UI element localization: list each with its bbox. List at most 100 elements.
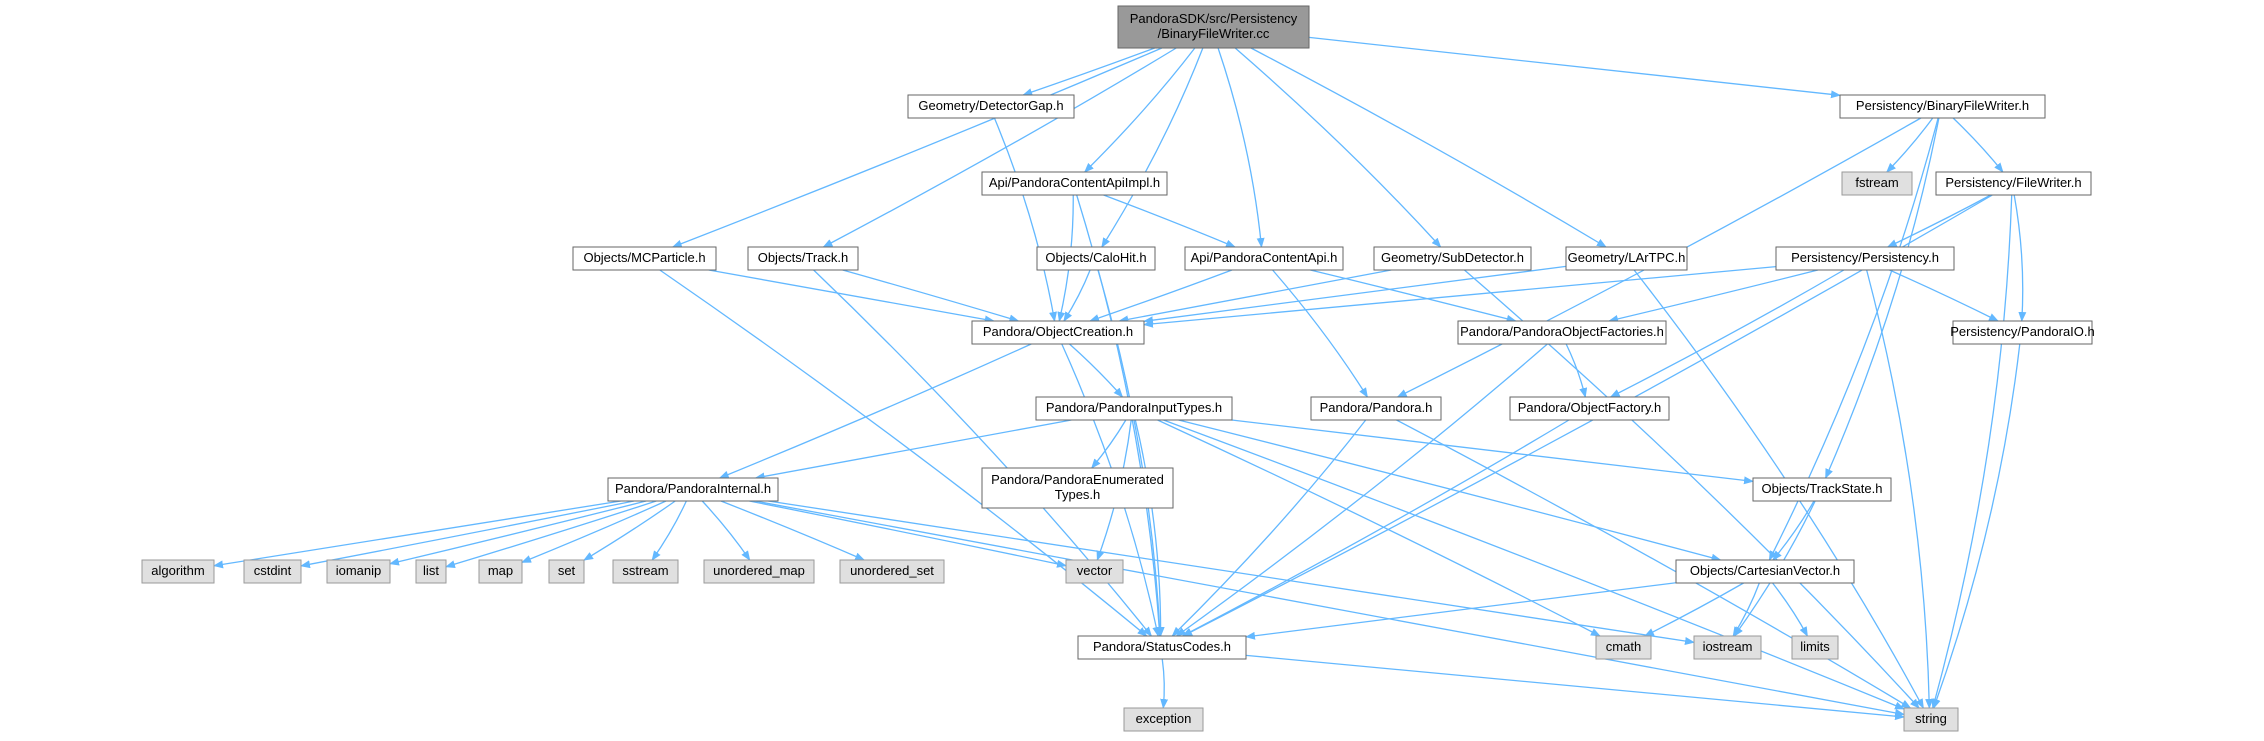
node-label: Pandora/PandoraInternal.h — [615, 481, 771, 496]
node-box — [1373, 246, 1532, 271]
node-label: map — [488, 563, 513, 578]
node-box — [1752, 477, 1892, 502]
node-bfwh[interactable]: Persistency/BinaryFileWriter.h — [1839, 94, 2046, 119]
node-box — [478, 559, 523, 584]
node-mcp[interactable]: Objects/MCParticle.h — [572, 246, 717, 271]
edge-persist-to-string — [1866, 269, 1934, 709]
node-label: iostream — [1703, 639, 1753, 654]
node-box — [907, 94, 1075, 119]
edge-persist-to-objfact — [1608, 269, 1819, 323]
node-box — [1065, 559, 1124, 584]
node-box — [1675, 559, 1855, 584]
node-cstdint: cstdint — [243, 559, 302, 584]
edge-root-to-lartpc — [1250, 47, 1607, 248]
node-pandoraio[interactable]: Persistency/PandoraIO.h — [1950, 320, 2095, 345]
edge-internal-to-iostream — [768, 500, 1695, 645]
node-track[interactable]: Objects/Track.h — [747, 246, 859, 271]
node-api[interactable]: Api/PandoraContentApi.h — [1184, 246, 1344, 271]
node-objfactory[interactable]: Pandora/ObjectFactory.h — [1509, 396, 1670, 421]
node-sstream: sstream — [612, 559, 679, 584]
node-detgap[interactable]: Geometry/DetectorGap.h — [907, 94, 1075, 119]
node-box — [1693, 635, 1762, 660]
node-box — [243, 559, 302, 584]
node-box — [1184, 246, 1344, 271]
edge-inputtypes-to-internal — [754, 419, 1072, 481]
edge-apiimpl-to-api — [1103, 194, 1236, 248]
node-cartvec[interactable]: Objects/CartesianVector.h — [1675, 559, 1855, 584]
nodes: PandoraSDK/src/Persistency/BinaryFileWri… — [141, 5, 2095, 732]
node-root[interactable]: PandoraSDK/src/Persistency/BinaryFileWri… — [1117, 5, 1310, 49]
node-box — [1036, 246, 1156, 271]
node-inputtypes[interactable]: Pandora/PandoraInputTypes.h — [1035, 396, 1233, 421]
node-box — [612, 559, 679, 584]
node-box — [981, 467, 1174, 509]
node-vector: vector — [1065, 559, 1124, 584]
edge-api-to-pandora — [1272, 269, 1368, 398]
node-box — [1839, 94, 2046, 119]
edge-inputtypes-to-status — [1134, 419, 1165, 637]
edge-internal-to-map — [521, 500, 667, 563]
node-status[interactable]: Pandora/StatusCodes.h — [1077, 635, 1247, 660]
node-box — [1775, 246, 1955, 271]
edge-inputtypes-to-cartvec — [1178, 419, 1722, 562]
node-map: map — [478, 559, 523, 584]
node-string: string — [1903, 707, 1959, 732]
node-persist[interactable]: Persistency/Persistency.h — [1775, 246, 1955, 271]
edge-lartpc-to-objcreate — [1143, 265, 1567, 325]
edge-internal-to-list — [445, 500, 657, 569]
edge-bfwh-to-trackstate — [1825, 117, 1940, 479]
node-label: Api/PandoraContentApiImpl.h — [989, 175, 1160, 190]
edge-root-to-mcp — [671, 47, 1163, 248]
edge-bfwh-to-fstream — [1886, 117, 1934, 173]
node-algorithm: algorithm — [141, 559, 215, 584]
node-calohit[interactable]: Objects/CaloHit.h — [1036, 246, 1156, 271]
edge-detgap-to-objcreate — [993, 117, 1057, 322]
edge-cartvec-to-limits — [1772, 582, 1809, 637]
node-box — [415, 559, 447, 584]
edge-api-to-objfact — [1310, 269, 1517, 323]
edge-internal-to-vector — [749, 500, 1067, 568]
node-label: cmath — [1606, 639, 1641, 654]
edge-objfact-to-status — [1175, 343, 1548, 637]
node-fwh[interactable]: Persistency/FileWriter.h — [1935, 171, 2092, 196]
edge-root-to-bfwh — [1308, 36, 1841, 99]
edge-root-to-track — [822, 47, 1177, 248]
node-label: set — [558, 563, 576, 578]
node-subdet[interactable]: Geometry/SubDetector.h — [1373, 246, 1532, 271]
node-label: unordered_map — [713, 563, 805, 578]
node-label: Persistency/BinaryFileWriter.h — [1856, 98, 2029, 113]
node-label: Pandora/StatusCodes.h — [1093, 639, 1231, 654]
node-cmath: cmath — [1595, 635, 1652, 660]
edges — [213, 36, 2027, 721]
node-box — [1791, 635, 1839, 660]
node-label: string — [1915, 711, 1947, 726]
node-objfact[interactable]: Pandora/PandoraObjectFactories.h — [1457, 320, 1667, 345]
node-trackstate[interactable]: Objects/TrackState.h — [1752, 477, 1892, 502]
edge-internal-to-iomanip — [389, 500, 647, 566]
node-iostream: iostream — [1693, 635, 1762, 660]
edge-bfwh-to-fwh — [1952, 117, 2004, 173]
edge-persist-to-objfactory — [1609, 269, 1845, 398]
node-box — [1117, 5, 1310, 49]
node-uset: unordered_set — [839, 559, 945, 584]
node-label: Objects/TrackState.h — [1762, 481, 1883, 496]
node-internal[interactable]: Pandora/PandoraInternal.h — [607, 477, 779, 502]
node-box — [703, 559, 815, 584]
node-pandora[interactable]: Pandora/Pandora.h — [1310, 396, 1442, 421]
node-label: limits — [1800, 639, 1830, 654]
node-box — [1565, 246, 1688, 271]
edge-internal-to-string — [754, 500, 1905, 717]
node-lartpc[interactable]: Geometry/LArTPC.h — [1565, 246, 1688, 271]
node-objcreate[interactable]: Pandora/ObjectCreation.h — [971, 320, 1145, 345]
edge-inputtypes-to-enumtypes — [1091, 419, 1127, 469]
node-label: Objects/Track.h — [758, 250, 849, 265]
node-apiimpl[interactable]: Api/PandoraContentApiImpl.h — [981, 171, 1168, 196]
edge-objcreate-to-internal — [718, 343, 1032, 479]
node-limits: limits — [1791, 635, 1839, 660]
edge-pandora-to-string — [1396, 419, 1912, 709]
node-label: Objects/CartesianVector.h — [1690, 563, 1840, 578]
node-label: Geometry/DetectorGap.h — [918, 98, 1063, 113]
node-label: Objects/CaloHit.h — [1045, 250, 1146, 265]
node-label: Pandora/ObjectFactory.h — [1518, 400, 1662, 415]
